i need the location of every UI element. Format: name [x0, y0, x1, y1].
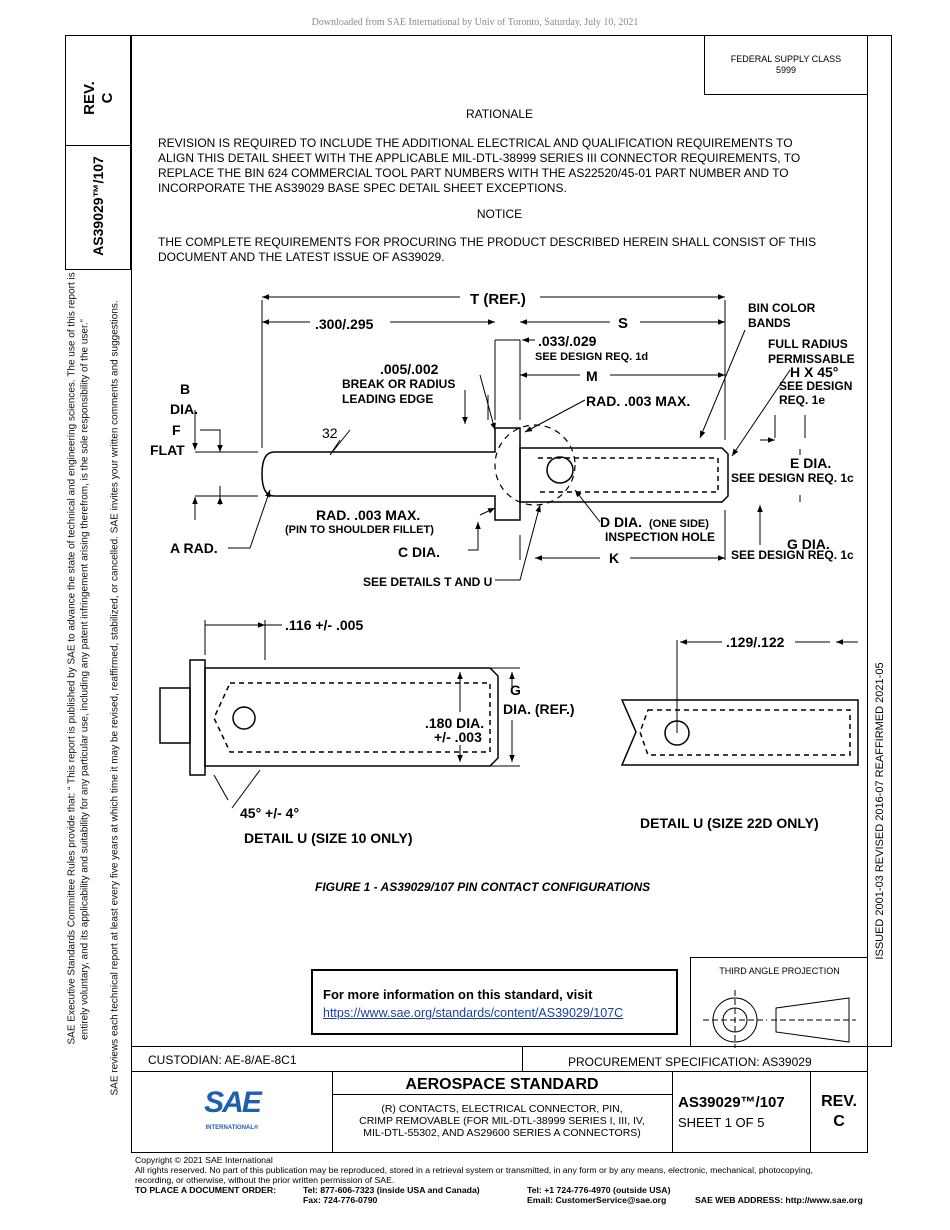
dim-116: .116 +/- .005: [285, 617, 363, 633]
left-doc-box: AS39029™/107: [65, 146, 131, 270]
download-notice: Downloaded from SAE International by Uni…: [311, 17, 639, 28]
federal-supply-class: FEDERAL SUPPLY CLASS 5999: [704, 35, 868, 95]
tb-doc-number: AS39029™/107: [678, 1094, 785, 1111]
standard-link[interactable]: https://www.sae.org/standards/content/AS…: [323, 1006, 624, 1020]
sae-logo: SAE: [204, 1086, 262, 1119]
a-rad: A RAD.: [170, 540, 218, 556]
projection-box: THIRD ANGLE PROJECTION: [690, 957, 868, 1048]
b-dia: DIA.: [170, 401, 198, 417]
angle-label: 45° +/- 4°: [240, 805, 299, 821]
info-title: For more information on this standard, v…: [323, 987, 593, 1002]
notice-text: THE COMPLETE REQUIREMENTS FOR PROCURING …: [158, 235, 817, 264]
spec-divider: [522, 1047, 523, 1072]
see-details: SEE DETAILS T AND U: [363, 575, 492, 589]
order-info: TO PLACE A DOCUMENT ORDER: Tel: 877-606-…: [135, 1185, 863, 1205]
right-strip-frame: [868, 35, 892, 1047]
tb-div-2: [672, 1072, 673, 1152]
rad-003-top: RAD. .003 MAX.: [586, 393, 690, 409]
d-dia: D DIA.: [600, 514, 642, 530]
c-dia: C DIA.: [398, 544, 440, 560]
g-label: G: [510, 682, 521, 698]
rationale-text: REVISION IS REQUIRED TO INCLUDE THE ADDI…: [158, 136, 801, 195]
figure-caption: FIGURE 1 - AS39029/107 PIN CONTACT CONFI…: [315, 880, 650, 894]
dim-129: .129/.122: [726, 634, 785, 650]
title-description: (R) CONTACTS, ELECTRICAL CONNECTOR, PIN,…: [359, 1103, 645, 1139]
copyright-footer: Copyright © 2021 SAE International All r…: [135, 1155, 895, 1205]
m-label: M: [586, 368, 598, 384]
see-1e-2: REQ. 1e: [779, 393, 825, 407]
sae-logo-sub: INTERNATIONAL®: [205, 1125, 259, 1131]
spec-row: CUSTODIAN: AE-8/AE-8C1 PROCUREMENT SPECI…: [131, 1047, 868, 1072]
tb-hline: [332, 1094, 672, 1095]
tb-div-3: [810, 1072, 811, 1152]
e-dia: E DIA.: [790, 455, 831, 471]
projection-label: THIRD ANGLE PROJECTION: [719, 966, 840, 976]
detail-u10: DETAIL U (SIZE 10 ONLY): [244, 830, 413, 846]
projection-symbol: [703, 990, 856, 1048]
full-radius-2: PERMISSABLE: [768, 352, 855, 366]
see-1d: SEE DESIGN REQ. 1d: [535, 351, 648, 363]
procurement-spec: PROCUREMENT SPECIFICATION: AS39029: [568, 1055, 812, 1069]
g-dia-ref: DIA. (REF.): [503, 701, 575, 717]
s-label: S: [618, 315, 628, 332]
k-label: K: [609, 550, 619, 566]
sheet-number: SHEET 1 OF 5: [678, 1115, 765, 1130]
dim-180-1: .180 DIA.: [425, 715, 484, 731]
rad-003-fillet: RAD. .003 MAX.: [316, 507, 420, 523]
dim-180-2: +/- .003: [434, 729, 482, 745]
see-1e-1: SEE DESIGN: [779, 379, 852, 393]
custodian: CUSTODIAN: AE-8/AE-8C1: [148, 1053, 297, 1067]
contact-drawing: T (REF.) .300/.295 S BIN COLOR BANDS .03…: [150, 291, 859, 894]
rationale-heading: RATIONALE: [465, 107, 534, 121]
t-ref-label: T (REF.): [470, 291, 526, 308]
full-radius-1: FULL RADIUS: [768, 337, 848, 351]
info-box: For more information on this standard, v…: [311, 969, 678, 1035]
h-45: H X 45°: [790, 364, 838, 380]
f-label: F: [172, 422, 181, 438]
inspection-hole: INSPECTION HOLE: [605, 530, 715, 544]
surface-finish: 32: [322, 425, 338, 441]
break-1: BREAK OR RADIUS: [342, 377, 455, 391]
bin-color-1: BIN COLOR: [748, 301, 816, 315]
g-dia: G DIA.: [787, 536, 830, 552]
see-1c-b: SEE DESIGN REQ. 1c: [731, 548, 854, 562]
dim-300: .300/.295: [315, 316, 374, 332]
one-side: (ONE SIDE): [649, 518, 709, 530]
detail-u22: DETAIL U (SIZE 22D ONLY): [640, 815, 819, 831]
bin-color-2: BANDS: [748, 316, 791, 330]
aerospace-standard: AEROSPACE STANDARD: [405, 1076, 599, 1093]
left-rev-box: REV. C: [65, 35, 131, 146]
title-block: SAE INTERNATIONAL® AEROSPACE STANDARD (R…: [131, 1072, 868, 1153]
drawing-frame: [131, 35, 868, 1047]
dim-033: .033/.029: [538, 333, 597, 349]
tb-rev: REV. C: [821, 1093, 857, 1130]
see-1c-a: SEE DESIGN REQ. 1c: [731, 471, 854, 485]
break-2: LEADING EDGE: [342, 392, 433, 406]
notice-heading: NOTICE: [476, 207, 523, 221]
flat-label: FLAT: [150, 442, 185, 458]
fillet-note: (PIN TO SHOULDER FILLET): [285, 524, 434, 536]
dim-005: .005/.002: [380, 361, 439, 377]
tb-div-1: [332, 1072, 333, 1152]
b-label: B: [180, 381, 190, 397]
